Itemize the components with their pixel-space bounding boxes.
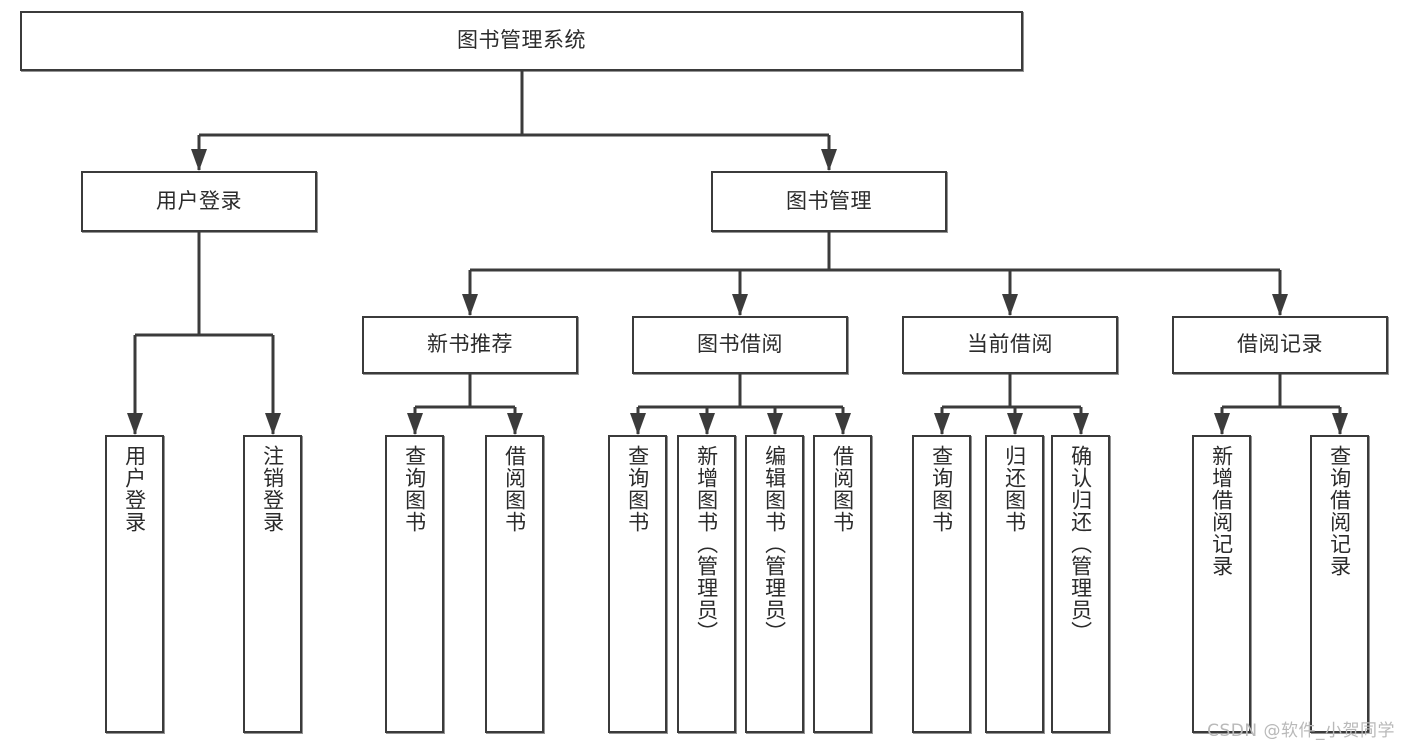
arrow-head [835, 413, 851, 435]
node-label: 图书管理系统 [457, 28, 586, 53]
arrow-head [127, 413, 143, 435]
node-label: 确认归还（管理员） [1068, 445, 1093, 643]
node-label: 新增借阅记录 [1209, 445, 1234, 577]
arrow-head [699, 413, 715, 435]
arrow-head [767, 413, 783, 435]
node-bookmgmt[interactable]: 图书管理 [711, 171, 947, 232]
node-label: 用户登录 [156, 188, 242, 213]
node-leaf-query-record[interactable]: 查询借阅记录 [1310, 435, 1369, 733]
arrow-head [407, 413, 423, 435]
arrow-head [1332, 413, 1348, 435]
node-label: 用户登录 [122, 445, 147, 533]
node-label: 查询借阅记录 [1327, 445, 1352, 577]
node-records[interactable]: 借阅记录 [1172, 316, 1388, 374]
node-label: 借阅记录 [1237, 332, 1323, 357]
node-leaf-query-book-cur[interactable]: 查询图书 [912, 435, 971, 733]
arrow-head [821, 149, 837, 171]
node-newbook[interactable]: 新书推荐 [362, 316, 578, 374]
node-leaf-borrow-book[interactable]: 借阅图书 [813, 435, 872, 733]
node-leaf-return-book[interactable]: 归还图书 [985, 435, 1044, 733]
arrow-head [1002, 294, 1018, 316]
node-label: 借阅图书 [502, 445, 527, 533]
arrow-head [507, 413, 523, 435]
node-leaf-logout[interactable]: 注销登录 [243, 435, 302, 733]
arrow-head [630, 413, 646, 435]
arrow-head [1272, 294, 1288, 316]
node-label: 查询图书 [929, 445, 954, 533]
arrow-head [1214, 413, 1230, 435]
arrow-head [732, 294, 748, 316]
arrow-head [191, 149, 207, 171]
node-label: 新增图书（管理员） [694, 445, 719, 643]
node-leaf-query-book-new[interactable]: 查询图书 [385, 435, 444, 733]
arrow-head [934, 413, 950, 435]
node-label: 编辑图书（管理员） [762, 445, 787, 643]
node-root[interactable]: 图书管理系统 [20, 11, 1023, 71]
node-leaf-edit-book[interactable]: 编辑图书（管理员） [745, 435, 804, 733]
node-borrow[interactable]: 图书借阅 [632, 316, 848, 374]
arrow-head [1073, 413, 1089, 435]
node-label: 归还图书 [1002, 445, 1027, 533]
arrow-head [1007, 413, 1023, 435]
node-label: 查询图书 [625, 445, 650, 533]
node-label: 图书管理 [786, 188, 872, 213]
node-login[interactable]: 用户登录 [81, 171, 317, 232]
node-label: 当前借阅 [967, 332, 1053, 357]
node-label: 查询图书 [402, 445, 427, 533]
node-leaf-user-login[interactable]: 用户登录 [105, 435, 164, 733]
node-label: 图书借阅 [697, 332, 783, 357]
node-leaf-confirm-return[interactable]: 确认归还（管理员） [1051, 435, 1110, 733]
node-label: 注销登录 [260, 445, 285, 533]
node-leaf-add-record[interactable]: 新增借阅记录 [1192, 435, 1251, 733]
node-leaf-query-book[interactable]: 查询图书 [608, 435, 667, 733]
arrow-head [265, 413, 281, 435]
node-current[interactable]: 当前借阅 [902, 316, 1118, 374]
node-leaf-add-book[interactable]: 新增图书（管理员） [677, 435, 736, 733]
node-leaf-borrow-book-new[interactable]: 借阅图书 [485, 435, 544, 733]
node-label: 借阅图书 [830, 445, 855, 533]
node-label: 新书推荐 [427, 332, 513, 357]
arrow-head [462, 294, 478, 316]
